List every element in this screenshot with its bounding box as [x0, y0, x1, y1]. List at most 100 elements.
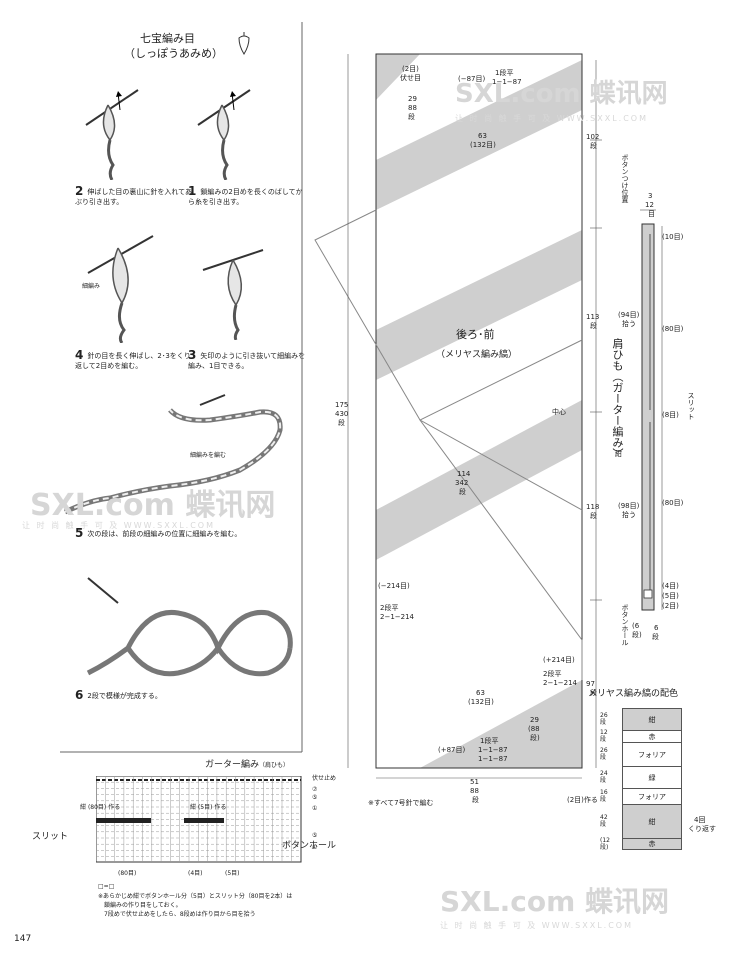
label-saami: 細編み	[82, 283, 101, 290]
center-title: 後ろ･前	[456, 328, 495, 341]
stitch-illustration-3	[202, 249, 264, 340]
top-63: 63	[478, 132, 487, 140]
top-fuseshidome: 伏せ目	[400, 74, 421, 82]
mid-dan: 段	[459, 488, 466, 496]
body-diagram	[314, 53, 602, 779]
right-97: 97	[586, 680, 595, 688]
label-saami-wo-amu: 細編みを編む	[190, 452, 227, 459]
strap-r-8: (8目)	[662, 411, 679, 419]
strap-top-12: 12	[645, 201, 654, 209]
garter-button-hole: ボタンホール	[282, 841, 337, 851]
strap-kon: 紺	[615, 450, 622, 458]
garter-bottom-4: (4目)	[188, 870, 203, 877]
strap-b-6: (6	[632, 622, 640, 630]
stripe-count: (12	[600, 837, 610, 844]
stripe-repeat: 4回	[694, 816, 706, 824]
garter-legend: □=□	[98, 883, 115, 890]
top-132: (132目)	[470, 141, 496, 149]
garter-fuseshidome: 伏せ止め	[312, 775, 337, 782]
bot-1dan2: 1−1−87	[478, 746, 508, 754]
strap-r-80a: (80目)	[662, 325, 684, 333]
watermark-logo-top: SXL.com 蝶讯网	[455, 79, 668, 109]
strap-l-94b: 拾う	[622, 320, 636, 328]
garter-note-3: 7段めで伏せ止めをしたら、8段めは作り目から目を拾う	[104, 911, 256, 918]
row-mark-5b: ⑤	[312, 832, 318, 839]
watermark-sub-top: 让 时 尚 触 手 可 及 WWW.SXXL.COM	[455, 114, 648, 123]
bot-plus214: (+214目)	[543, 656, 575, 664]
stripe-cell: フォリア	[622, 742, 682, 766]
stitch-illustration-5	[63, 394, 283, 515]
strap-r-4: (4目)	[662, 582, 679, 590]
stripe-title: メリヤス編み縞の配色	[588, 689, 679, 699]
top-left-dan: 段	[408, 113, 415, 121]
stitch-illustration-2	[85, 89, 139, 180]
right-dan3: 段	[590, 512, 597, 520]
right-dan4: 段	[590, 689, 597, 697]
watermark-logo-bottom: SXL.com 蝶讯网	[440, 885, 669, 918]
row-mark-1a: ①	[312, 805, 318, 812]
stripe-count-unit: 段	[600, 719, 607, 726]
garter-line-5: 紺 (5目) 作る	[190, 804, 227, 811]
bot-2dan: 2段平	[543, 670, 562, 678]
strap-slit: スリット	[687, 392, 695, 420]
strap-r-2: (2目)	[662, 602, 679, 610]
bot-132: (132目)	[468, 698, 494, 706]
bot-2me-tsukuru: (2目)作る	[567, 796, 598, 804]
garter-bottom-5: (5目)	[225, 870, 240, 877]
strap-b-button: ボタンホール	[621, 604, 629, 646]
mid-2dan2: 2−1−214	[380, 613, 414, 621]
right-118: 118	[586, 503, 600, 511]
strap-r-10: (10目)	[662, 233, 684, 241]
garter-bottom-80: (80目)	[118, 870, 137, 877]
right-102: 102	[586, 133, 600, 141]
bot-88: (88	[528, 725, 540, 733]
watermark-sub-mid: 让 时 尚 触 手 可 及 WWW.SXXL.COM	[22, 521, 215, 530]
strap-l-98: (98目)	[618, 502, 640, 510]
stitch-illustration-1	[197, 89, 251, 180]
stripe-repeat2: くり返す	[688, 825, 716, 833]
watermark-logo-mid: SXL.com 蝶讯网	[30, 488, 276, 523]
bot-danb: 段	[472, 796, 479, 804]
stripe-count-unit: 段	[600, 736, 607, 743]
strap-button-pos: ボタンつけ位置	[621, 154, 629, 203]
left-175: 175	[335, 401, 349, 409]
bot-1dan3: 1−1−87	[478, 755, 508, 763]
center-mark: 中心	[552, 408, 566, 416]
top-dankai: 1段平	[495, 69, 514, 77]
stripe-count: 12	[600, 729, 608, 736]
stripe-count: 42	[600, 814, 608, 821]
strap-top-dan: 目	[648, 210, 655, 218]
center-subtitle: （メリヤス編み縞）	[436, 350, 518, 360]
strap-r-5: (5目)	[662, 592, 679, 600]
strap-diagram	[640, 209, 663, 611]
stripe-count: 26	[600, 747, 608, 754]
stripe-cell: 赤	[622, 838, 682, 850]
row-mark-1b: ①	[312, 844, 318, 851]
strap-l-98b: 拾う	[622, 511, 636, 519]
stripe-count-unit: 段)	[600, 844, 609, 851]
garter-note-2: 鎖編みの作り目をしておく。	[104, 902, 182, 909]
stripe-cell: 緑	[622, 766, 682, 788]
strap-top-3: 3	[648, 192, 653, 200]
strap-r-80b: (80目)	[662, 499, 684, 507]
mid-minus214: (−214目)	[378, 582, 410, 590]
stripe-count-unit: 段	[600, 754, 607, 761]
stripe-count-unit: 段	[600, 821, 607, 828]
panel-border	[60, 22, 303, 753]
left-430: 430	[335, 410, 349, 418]
bot-dan: 段)	[530, 734, 540, 742]
strap-title: 肩ひも（ガーター編み）	[611, 338, 624, 459]
bot-29: 29	[530, 716, 539, 724]
stitch-title: 七宝編み目	[140, 32, 195, 45]
bot-88b: 88	[470, 787, 479, 795]
stripe-count: 26	[600, 712, 608, 719]
